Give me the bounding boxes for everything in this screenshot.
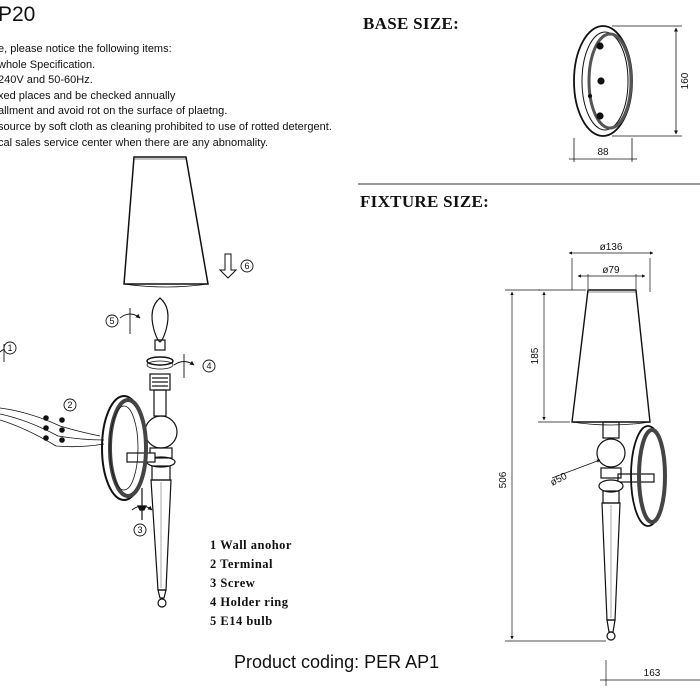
shade-height-label: 185 xyxy=(530,347,541,364)
callout-3-label: 3 xyxy=(137,525,142,535)
notice-line: xed places and be checked annually xyxy=(0,89,176,102)
notice-line: source by soft cloth as cleaning prohibi… xyxy=(0,120,332,133)
parts-list-item: 5 E14 bulb xyxy=(210,614,273,628)
callout-5 xyxy=(105,314,119,328)
parts-list: 1 Wall anohor 2 Terminal 3 Screw 4 Holde… xyxy=(210,536,292,631)
notice-line: 240V and 50-60Hz. xyxy=(0,74,93,87)
shade-bottom-diameter-dimension xyxy=(568,251,654,292)
fixture-size-heading: FIXTURE SIZE: xyxy=(360,192,490,211)
base-height-label: 160 xyxy=(680,72,691,89)
callout-1 xyxy=(3,341,17,355)
parts-list-item: 1 Wall anohor xyxy=(210,538,292,552)
product-coding: Product coding: PER AP1 xyxy=(234,652,440,672)
parts-list-item: 3 Screw xyxy=(210,576,256,590)
projection-label: 163 xyxy=(644,668,661,679)
parts-list-item: 4 Holder ring xyxy=(210,595,289,609)
ball-diameter-label: ø50 xyxy=(549,471,570,489)
notice-line: whole Specification. xyxy=(0,58,96,71)
fixture-drawing xyxy=(571,289,667,641)
exploded-view-drawing xyxy=(0,156,238,608)
shade-top-diameter-dimension xyxy=(577,274,646,289)
callout-4 xyxy=(202,359,216,373)
callout-6-label: 6 xyxy=(244,261,249,271)
base-width-dimension xyxy=(569,138,637,162)
callout-4-label: 4 xyxy=(206,361,211,371)
callout-5-label: 5 xyxy=(109,316,114,326)
total-height-dimension xyxy=(505,289,606,642)
callout-markers xyxy=(3,259,254,537)
notice-list: e, please notice the following items: wh… xyxy=(0,42,332,151)
callout-2 xyxy=(63,398,77,412)
callout-3 xyxy=(133,523,147,537)
parts-list-item: 2 Terminal xyxy=(210,557,273,571)
shade-top-diameter-label: ø79 xyxy=(602,265,620,276)
notice-line: allment and avoid rot on the surface of … xyxy=(0,105,228,118)
shade-bottom-diameter-label: ø136 xyxy=(600,242,623,253)
total-height-label: 506 xyxy=(498,471,509,488)
base-width-label: 88 xyxy=(597,147,609,158)
ball-diameter-leader xyxy=(551,459,601,479)
document-title: P20 xyxy=(0,3,36,26)
callout-1-label: 1 xyxy=(7,343,12,353)
callout-6 xyxy=(240,259,254,273)
notice-line: cal sales service center when there are … xyxy=(0,136,269,149)
callout-2-label: 2 xyxy=(67,400,72,410)
base-plate-drawing xyxy=(573,25,633,137)
projection-dimension xyxy=(600,660,700,686)
base-size-heading: BASE SIZE: xyxy=(363,14,460,33)
notice-line: e, please notice the following items: xyxy=(0,43,172,55)
shade-height-dimension xyxy=(538,289,586,423)
base-height-dimension xyxy=(612,25,682,137)
